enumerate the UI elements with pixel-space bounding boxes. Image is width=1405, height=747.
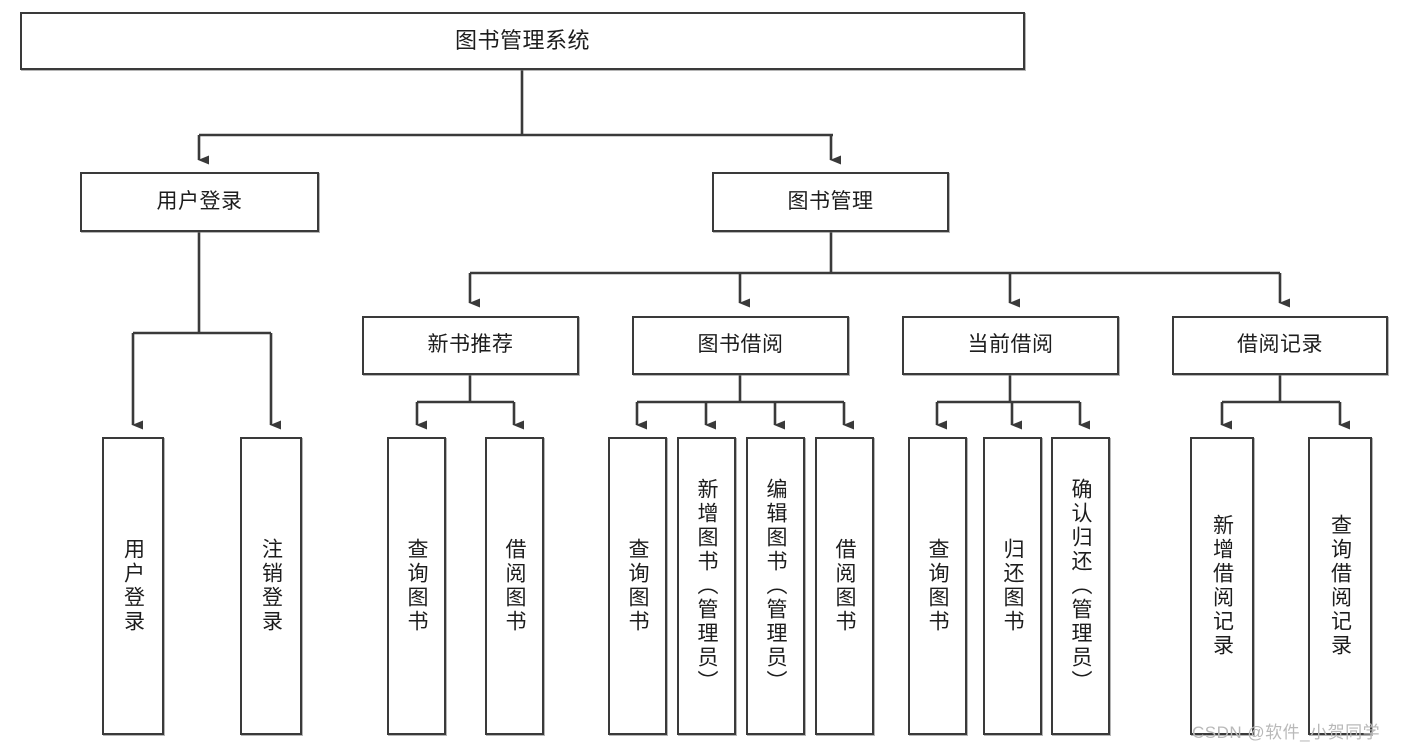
node-borrow-record[interactable]: 借阅记录 (1172, 316, 1388, 375)
node-book-manage[interactable]: 图书管理 (712, 172, 949, 232)
node-leaf-edit-book-admin[interactable]: 编辑图书（管理员） (746, 437, 805, 735)
node-leaf-borrow-book-rec-label: 借阅图书 (503, 538, 526, 634)
node-book-manage-label: 图书管理 (787, 189, 874, 213)
node-user-login[interactable]: 用户登录 (80, 172, 319, 232)
node-leaf-query-book-cur-label: 查询图书 (926, 538, 949, 634)
node-leaf-borrow-book-bor[interactable]: 借阅图书 (815, 437, 874, 735)
node-leaf-return-book-label: 归还图书 (1001, 538, 1024, 634)
node-leaf-confirm-return-admin-label: 确认归还（管理员） (1069, 478, 1092, 694)
node-new-book-recommend[interactable]: 新书推荐 (362, 316, 579, 375)
node-leaf-query-book-bor-label: 查询图书 (626, 538, 649, 634)
node-leaf-borrow-book-rec[interactable]: 借阅图书 (485, 437, 544, 735)
node-root[interactable]: 图书管理系统 (20, 12, 1025, 70)
node-new-book-recommend-label: 新书推荐 (427, 333, 514, 357)
node-leaf-borrow-book-bor-label: 借阅图书 (833, 538, 856, 634)
node-leaf-add-borrow-record[interactable]: 新增借阅记录 (1190, 437, 1254, 735)
node-leaf-query-borrow-record-label: 查询借阅记录 (1328, 514, 1352, 658)
node-leaf-user-login[interactable]: 用户登录 (102, 437, 164, 735)
node-leaf-query-book-rec[interactable]: 查询图书 (387, 437, 446, 735)
node-leaf-add-book-admin[interactable]: 新增图书（管理员） (677, 437, 736, 735)
node-leaf-query-book-rec-label: 查询图书 (405, 538, 428, 634)
node-current-borrow-label: 当前借阅 (967, 333, 1054, 357)
node-leaf-user-logout-label: 注销登录 (259, 538, 283, 634)
node-leaf-query-book-bor[interactable]: 查询图书 (608, 437, 667, 735)
node-leaf-user-login-label: 用户登录 (121, 538, 145, 634)
node-leaf-return-book[interactable]: 归还图书 (983, 437, 1042, 735)
csdn-watermark: CSDN @软件_小贺同学 (1192, 723, 1381, 742)
node-leaf-query-book-cur[interactable]: 查询图书 (908, 437, 967, 735)
node-leaf-add-book-admin-label: 新增图书（管理员） (695, 478, 718, 694)
node-book-borrow[interactable]: 图书借阅 (632, 316, 849, 375)
node-leaf-add-borrow-record-label: 新增借阅记录 (1210, 514, 1234, 658)
node-borrow-record-label: 借阅记录 (1237, 333, 1323, 357)
node-book-borrow-label: 图书借阅 (697, 333, 784, 357)
node-root-label: 图书管理系统 (454, 28, 590, 54)
node-leaf-edit-book-admin-label: 编辑图书（管理员） (764, 478, 787, 694)
node-leaf-user-logout[interactable]: 注销登录 (240, 437, 302, 735)
node-user-login-label: 用户登录 (156, 189, 243, 213)
node-leaf-confirm-return-admin[interactable]: 确认归还（管理员） (1051, 437, 1110, 735)
node-leaf-query-borrow-record[interactable]: 查询借阅记录 (1308, 437, 1372, 735)
node-current-borrow[interactable]: 当前借阅 (902, 316, 1119, 375)
